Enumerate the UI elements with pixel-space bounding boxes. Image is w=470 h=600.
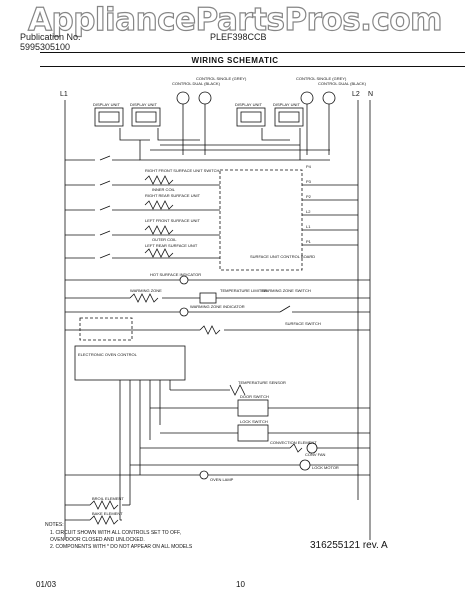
lock-motor-symbol [299, 459, 311, 471]
warming-zone-label: WARMING ZONE [130, 288, 162, 293]
outer-coil-label: OUTER COIL [152, 237, 177, 242]
lamp-switch-block [79, 317, 133, 341]
surface-control-board-label: SURFACE UNIT CONTROL BOARD [250, 254, 315, 259]
broil-element-label: BROIL ELEMENT [92, 496, 124, 501]
lock-switch-box [237, 424, 269, 442]
convection-element-label: CONVECTION ELEMENT [270, 440, 317, 445]
oven-control-label: ELECTRONIC OVEN CONTROL [78, 352, 138, 357]
notes-heading: NOTES: [45, 522, 64, 528]
control-dual-right-label: CONTROL DUAL (BLACK) [318, 81, 367, 86]
display-unit-2-label: DISPLAY UNIT [130, 102, 158, 107]
header-rule [40, 52, 465, 53]
line-l2-label: L2 [352, 91, 360, 98]
control-single-left-knob [198, 91, 212, 105]
warming-zone-coil [129, 293, 159, 303]
broil-element-coil [89, 500, 119, 510]
rf-limit-label: RIGHT FRONT SURFACE UNIT SWITCH [145, 168, 220, 173]
watermark-text: AppliancePartsPros.com [27, 1, 443, 38]
harness-wire-b [157, 128, 200, 141]
display-unit-4-box [274, 107, 304, 127]
terminal-p4-label: P4 [306, 164, 312, 169]
control-dual-left-knob [176, 91, 190, 105]
surface-coils [144, 175, 174, 258]
temp-limiter-label: TEMPERATURE LIMITER [220, 288, 267, 293]
model-number: PLEF398CCB [210, 32, 267, 42]
publication-number: 5995305100 [20, 42, 71, 52]
conv-fan-label: CONV FAN [305, 452, 326, 457]
surface-control-board-box [219, 169, 303, 271]
oven-lamp-label: OVEN LAMP [210, 477, 234, 482]
temp-sensor-label: TEMPERATURE SENSOR [238, 380, 286, 385]
display-unit-1-label: DISPLAY UNIT [93, 102, 121, 107]
bake-element-coil [89, 515, 119, 525]
display-unit-4-label: DISPLAY UNIT [273, 102, 301, 107]
display-unit-3-label: DISPLAY UNIT [235, 102, 263, 107]
temperature-sensor-symbol [229, 384, 246, 396]
display-window-1 [98, 111, 120, 123]
bake-element-label: BAKE ELEMENT [92, 511, 123, 516]
warming-indicator-lamp [179, 307, 189, 317]
lf-limit-label: LEFT FRONT SURFACE UNIT [145, 218, 201, 223]
part-number: 316255121 rev. A [310, 540, 388, 551]
limit-switch-rows [65, 155, 220, 259]
rr-limit-label: RIGHT REAR SURFACE UNIT [145, 193, 201, 198]
surface-switch-label: SURFACE SWITCH [285, 321, 321, 326]
terminal-l1-label: L1 [306, 224, 311, 229]
display-unit-3-box [236, 107, 266, 127]
notes-line-3: 2. COMPONENTS WITH * DO NOT APPEAR ON AL… [50, 544, 193, 550]
line-n-label: N [368, 91, 373, 98]
temperature-limiter-box [199, 292, 217, 304]
oven-control-pins [119, 380, 171, 520]
schematic-title: WIRING SCHEMATIC [191, 56, 279, 65]
hot-surface-label: HOT SURFACE INDICATOR [150, 272, 201, 277]
door-switch-label: DOOR SWITCH [240, 394, 269, 399]
publication-label: Publication No. [20, 32, 81, 42]
hot-surface-lamp [179, 275, 189, 285]
terminal-p2-label: P2 [306, 194, 312, 199]
terminal-p1-label: P1 [306, 239, 312, 244]
display-window-3 [240, 111, 262, 123]
control-dual-left-label: CONTROL DUAL (BLACK) [172, 81, 221, 86]
inner-coil-label: INNER COIL [152, 187, 176, 192]
control-single-right-label: CONTROL SINGLE (GREY) [296, 76, 347, 81]
line-l1-label: L1 [60, 91, 68, 98]
lock-motor-label: LOCK MOTOR [312, 465, 339, 470]
title-rule [40, 66, 465, 67]
harness-wire-c [261, 128, 290, 141]
footer-page: 10 [236, 580, 245, 589]
warming-indicator-label: WARMING ZONE INDICATOR [190, 304, 245, 309]
lock-switch-label: LOCK SWITCH [240, 419, 268, 424]
display-unit-2-box [131, 107, 161, 127]
control-dual-right-knob [322, 91, 336, 105]
display-window-4 [278, 111, 300, 123]
warming-switch-contact [279, 305, 291, 313]
terminal-p3-label: P3 [306, 179, 312, 184]
control-single-left-label: CONTROL SINGLE (GREY) [196, 76, 247, 81]
lr-limit-label: LEFT REAR SURFACE UNIT [145, 243, 198, 248]
notes-line-2: OVEN DOOR CLOSED AND UNLOCKED. [50, 537, 145, 543]
convection-element-coil [289, 443, 303, 453]
lamp-row-coil [199, 325, 221, 335]
notes-line-1: 1. CIRCUIT SHOWN WITH ALL CONTROLS SET T… [50, 530, 181, 536]
warming-switch-label: WARMING ZONE SWITCH [262, 288, 311, 293]
terminal-l2-label: L2 [306, 209, 311, 214]
display-unit-1-box [94, 107, 124, 127]
oven-lamp-symbol [199, 470, 209, 480]
harness-wire-a [119, 128, 150, 141]
door-switch-box [237, 399, 269, 417]
footer-date: 01/03 [36, 580, 57, 589]
display-window-2 [135, 111, 157, 123]
control-single-right-knob [300, 91, 314, 105]
